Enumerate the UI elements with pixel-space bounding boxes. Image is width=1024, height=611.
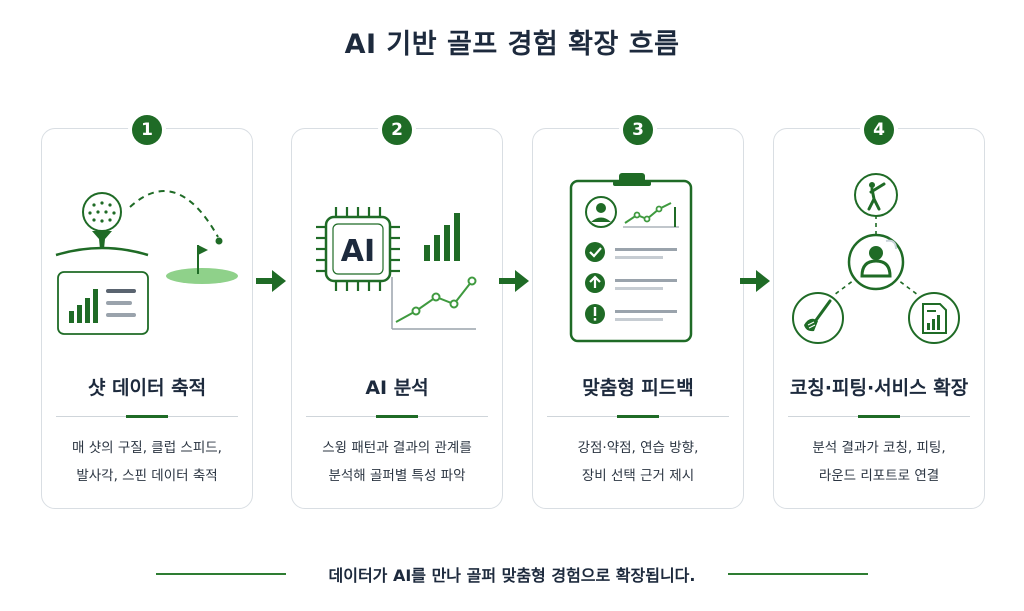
step-number-badge: 3	[623, 115, 653, 145]
step-description-line: 강점·약점, 연습 방향,	[577, 440, 699, 456]
step-description: 분석 결과가 코칭, 피팅, 라운드 리포트로 연결	[784, 434, 974, 490]
step-description-line: 스윙 패턴과 결과의 관계를	[322, 440, 472, 456]
step-title: 코칭·피팅·서비스 확장	[789, 377, 969, 399]
ai-chip-label: AI	[341, 234, 375, 269]
step-number-badge: 1	[132, 115, 162, 145]
footer-rule-right	[728, 573, 868, 575]
footer-caption: 데이터가 AI를 만나 골퍼 맞춤형 경험으로 확장됩니다.	[328, 566, 696, 585]
step-card-3: 맞춤형 피드백 강점·약점, 연습 방향, 장비 선택 근거 제시	[532, 128, 744, 509]
divider-accent	[858, 415, 900, 418]
step-title: AI 분석	[365, 377, 429, 399]
step-card-4: 코칭·피팅·서비스 확장 분석 결과가 코칭, 피팅, 라운드 리포트로 연결	[773, 128, 985, 509]
step-description-line: 매 샷의 구질, 클럽 스피드,	[72, 440, 222, 456]
step-description-line: 발사각, 스핀 데이터 축적	[76, 468, 218, 484]
step-description-line: 장비 선택 근거 제시	[581, 468, 695, 484]
step-title: 샷 데이터 축적	[87, 377, 207, 399]
ai-chip-icon: AI	[316, 207, 477, 330]
step-description-line: 분석해 골퍼별 특성 파악	[328, 468, 466, 484]
footer-rule-left	[156, 573, 286, 575]
divider-accent	[376, 415, 418, 418]
clipboard-feedback-icon	[569, 173, 693, 343]
golf-ball-trajectory-icon	[55, 190, 238, 335]
arrow-right-icon	[740, 270, 770, 292]
step-description: 스윙 패턴과 결과의 관계를 분석해 골퍼별 특성 파악	[302, 434, 492, 490]
step-description: 강점·약점, 연습 방향, 장비 선택 근거 제시	[543, 434, 733, 490]
step-card-1: 샷 데이터 축적 매 샷의 구질, 클럽 스피드, 발사각, 스핀 데이터 축적	[41, 128, 253, 509]
step-description-line: 분석 결과가 코칭, 피팅,	[812, 440, 946, 456]
step-description: 매 샷의 구질, 클럽 스피드, 발사각, 스핀 데이터 축적	[52, 434, 242, 490]
step-description-line: 라운드 리포트로 연결	[818, 468, 940, 484]
step-title: 맞춤형 피드백	[582, 377, 694, 399]
step-number-badge: 2	[382, 115, 412, 145]
arrow-right-icon	[256, 270, 286, 292]
page-title: AI 기반 골프 경험 확장 흐름	[344, 29, 680, 60]
service-network-icon	[792, 173, 960, 344]
divider-accent	[126, 415, 168, 418]
step-card-2: AI AI 분석 스윙 패턴과 결과의 관계를 분석해 골퍼별 특성 파악	[291, 128, 503, 509]
divider-accent	[617, 415, 659, 418]
arrow-right-icon	[499, 270, 529, 292]
step-number-badge: 4	[864, 115, 894, 145]
